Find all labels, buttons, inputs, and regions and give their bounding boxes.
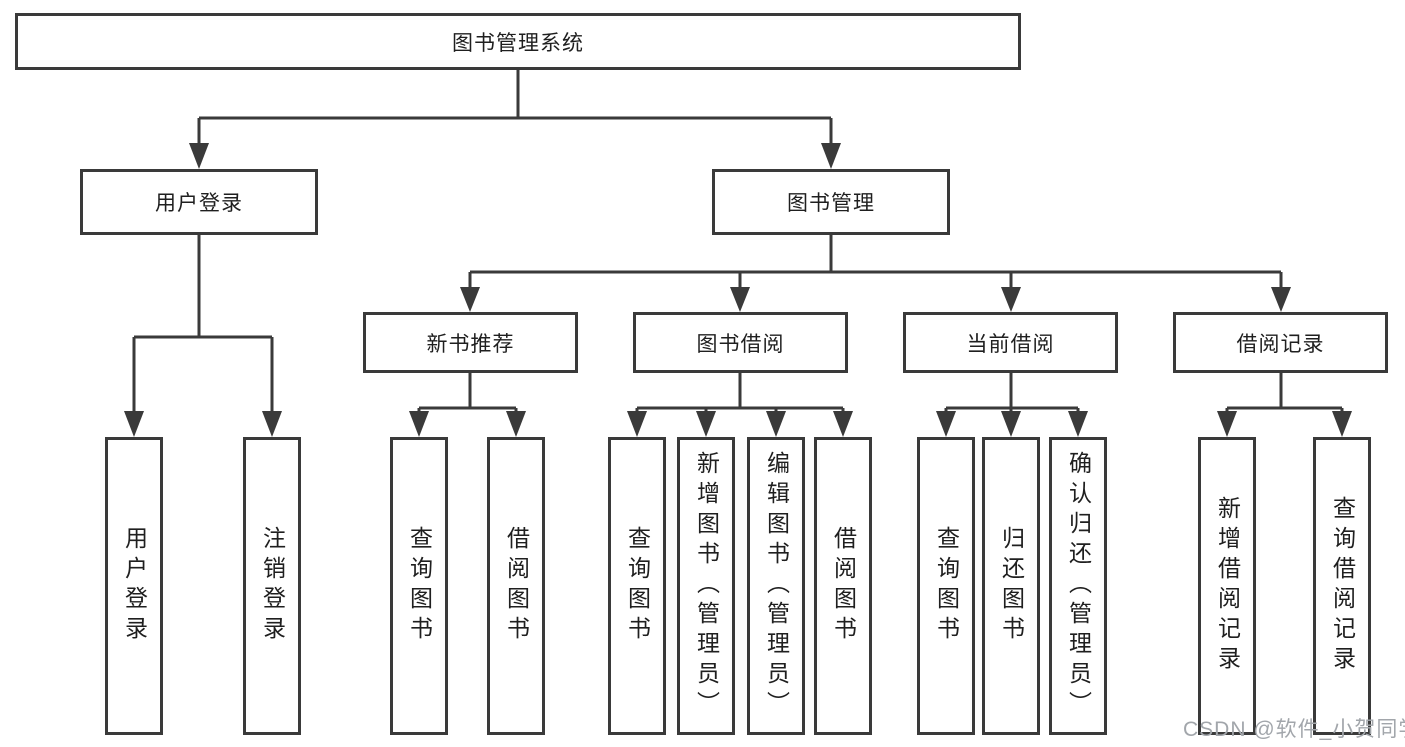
connector-root bbox=[189, 70, 841, 169]
leaf-newbook-borrow-books: 借阅图书 bbox=[487, 437, 545, 735]
node-book-borrow: 图书借阅 bbox=[633, 312, 848, 373]
connector-current-borrow bbox=[936, 373, 1088, 437]
leaf-borrow-borrow-books: 借阅图书 bbox=[814, 437, 872, 735]
leaf-borrow-query-books: 查询图书 bbox=[608, 437, 666, 735]
leaf-records-add-record: 新增借阅记录 bbox=[1198, 437, 1256, 735]
node-borrow-records: 借阅记录 bbox=[1173, 312, 1388, 373]
leaf-current-return-books: 归还图书 bbox=[982, 437, 1040, 735]
node-root: 图书管理系统 bbox=[15, 13, 1021, 70]
node-book-mgmt: 图书管理 bbox=[712, 169, 950, 235]
csdn-watermark: CSDN @软件_小贺同学 bbox=[1183, 718, 1405, 741]
leaf-current-query-books: 查询图书 bbox=[917, 437, 975, 735]
node-user-login: 用户登录 bbox=[80, 169, 318, 235]
leaf-user-login: 用户登录 bbox=[105, 437, 163, 735]
connector-new-book bbox=[409, 373, 526, 437]
node-new-book-recommend: 新书推荐 bbox=[363, 312, 578, 373]
connector-borrow-records bbox=[1217, 373, 1352, 437]
leaf-records-query-record: 查询借阅记录 bbox=[1313, 437, 1371, 735]
node-current-borrow: 当前借阅 bbox=[903, 312, 1118, 373]
connector-user-login bbox=[124, 235, 282, 437]
leaf-newbook-query-books: 查询图书 bbox=[390, 437, 448, 735]
leaf-logout: 注销登录 bbox=[243, 437, 301, 735]
leaf-borrow-edit-book-admin: 编辑图书（管理员） bbox=[747, 437, 805, 735]
leaf-borrow-add-book-admin: 新增图书（管理员） bbox=[677, 437, 735, 735]
connector-book-mgmt bbox=[460, 235, 1291, 312]
leaf-current-confirm-return-admin: 确认归还（管理员） bbox=[1049, 437, 1107, 735]
connector-book-borrow bbox=[627, 373, 853, 437]
